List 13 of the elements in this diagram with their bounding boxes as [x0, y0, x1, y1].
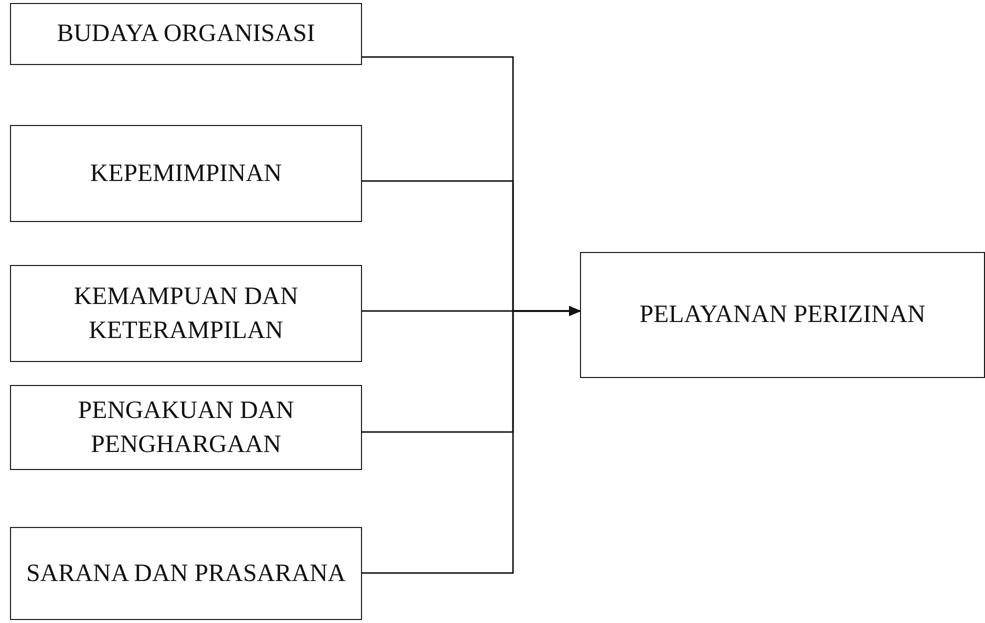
text-box — [10, 125, 362, 222]
box-label: PELAYANAN PERIZINAN — [640, 300, 926, 330]
box-label: PENGAKUAN DAN PENGHARGAAN — [77, 396, 295, 460]
box-label: SARANA DAN PRASARANA — [26, 558, 346, 589]
text-box — [10, 3, 362, 65]
text-box — [580, 252, 985, 378]
box-label: KEPEMIMPINAN — [90, 158, 282, 189]
box-label: KEMAMPUAN DAN KETERAMPILAN — [72, 282, 300, 346]
connector-arrow — [362, 306, 581, 574]
text-box — [10, 527, 362, 620]
text-box — [10, 265, 362, 362]
box-label: BUDAYA ORGANISASI — [56, 19, 316, 50]
text-box — [10, 385, 362, 470]
